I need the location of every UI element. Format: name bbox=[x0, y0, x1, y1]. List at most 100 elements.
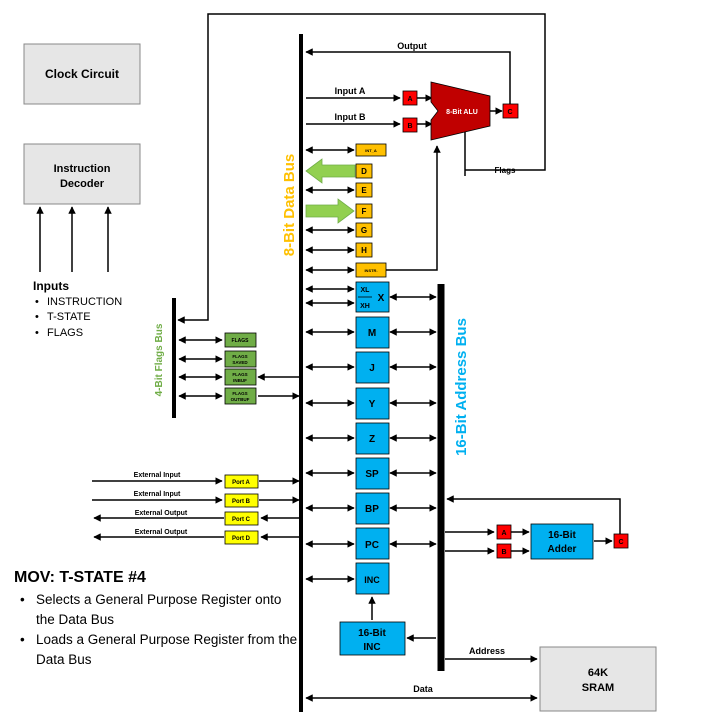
flag-register-saved-label-2: SAVED bbox=[232, 360, 248, 365]
clock-circuit-label: Clock Circuit bbox=[45, 67, 119, 81]
input-a-label: Input A bbox=[335, 86, 366, 96]
inputs-item-t-state: T-STATE bbox=[35, 310, 122, 326]
instruction-decoder-label-2: Decoder bbox=[60, 178, 105, 190]
port-arrows bbox=[92, 477, 300, 541]
flag-register-saved-label-1: FLAGS bbox=[232, 354, 247, 359]
register-f: F bbox=[355, 203, 373, 219]
flag-register-outbuf: FLAGS OUTBUF bbox=[224, 387, 257, 405]
adder-register-c bbox=[613, 533, 629, 549]
x-register: XL XH X bbox=[355, 281, 390, 313]
register-m: M bbox=[355, 316, 390, 349]
register-m-label: M bbox=[368, 328, 376, 339]
flag-register-inbuf-label-1: FLAGS bbox=[232, 372, 247, 377]
input-b-label: Input B bbox=[335, 112, 366, 122]
port-a: Port A bbox=[224, 474, 259, 489]
sram-box: 64K SRAM bbox=[539, 646, 657, 712]
mov-title: MOV: T-STATE #4 bbox=[14, 569, 146, 586]
mov-bullets: Selects a General Purpose Register onto … bbox=[14, 590, 299, 670]
sram-label-2: SRAM bbox=[582, 682, 614, 694]
flag-register-inbuf: FLAGS INBUF bbox=[224, 368, 257, 386]
mov-note: MOV: T-STATE #4 Selects a General Purpos… bbox=[14, 569, 299, 670]
xl-label: XL bbox=[361, 287, 371, 294]
inc16-label-2: INC bbox=[363, 642, 380, 653]
inputs-item-instruction: INSTRUCTION bbox=[35, 295, 122, 311]
register-pc: PC bbox=[355, 527, 390, 560]
mov-bullet-select: Selects a General Purpose Register onto … bbox=[20, 590, 299, 630]
flag-register-outbuf-label-2: OUTBUF bbox=[231, 397, 250, 402]
adder-register-b bbox=[496, 543, 512, 559]
register-int-a-label: INT_A bbox=[365, 148, 377, 153]
port-b-external-label: External Input bbox=[134, 491, 181, 498]
alu-register-b-label: B bbox=[407, 123, 412, 130]
flag-register-arrows bbox=[178, 336, 300, 400]
decoder-input-arrows bbox=[36, 206, 112, 272]
load-from-bus-arrow bbox=[305, 198, 355, 224]
inputs-title: Inputs bbox=[33, 279, 69, 293]
clock-circuit-box: Clock Circuit bbox=[23, 43, 141, 105]
address-label: Address bbox=[469, 646, 505, 656]
x-register-arrows bbox=[305, 285, 437, 307]
feedback-loop bbox=[177, 13, 546, 324]
adder-register-a bbox=[496, 524, 512, 540]
register-pc-label: PC bbox=[365, 540, 379, 551]
alu-label: 8-Bit ALU bbox=[446, 109, 478, 116]
alu-register-c bbox=[502, 103, 519, 119]
instruction-decoder-box: Instruction Decoder bbox=[23, 143, 141, 205]
port-b-label: Port B bbox=[232, 499, 251, 505]
register-y: Y bbox=[355, 387, 390, 420]
port-c-label: Port C bbox=[232, 517, 251, 523]
alu-register-a bbox=[402, 90, 418, 106]
port-c: Port C bbox=[224, 511, 259, 526]
adder-register-a-label: A bbox=[501, 530, 506, 537]
flag-register-outbuf-label-1: FLAGS bbox=[232, 391, 247, 396]
instruction-decoder-label-1: Instruction bbox=[54, 163, 111, 175]
flag-register-inbuf-label-2: INBUF bbox=[233, 378, 247, 383]
output-label: Output bbox=[397, 41, 427, 51]
port-c-external-label: External Output bbox=[135, 510, 188, 517]
alu-register-c-label: C bbox=[507, 109, 512, 116]
register-e-label: E bbox=[361, 186, 367, 195]
register-d-label: D bbox=[361, 167, 367, 176]
alu-shape bbox=[430, 81, 491, 141]
register-j-label: J bbox=[369, 363, 375, 374]
register-d: D bbox=[355, 163, 373, 179]
address-register-arrows bbox=[305, 328, 437, 583]
adder-label-2: Adder bbox=[548, 544, 577, 555]
register-bp-label: BP bbox=[365, 504, 379, 515]
register-int-a: INT_A bbox=[355, 143, 387, 157]
port-d-label: Port D bbox=[232, 536, 251, 542]
register-bp: BP bbox=[355, 492, 390, 525]
flag-register-flags: FLAGS bbox=[224, 332, 257, 348]
register-instr: INSTR. bbox=[355, 262, 387, 278]
adder-box: 16-Bit Adder bbox=[530, 523, 594, 560]
x-label: X bbox=[378, 293, 385, 304]
register-f-label: F bbox=[362, 207, 367, 216]
register-inc-label: INC bbox=[364, 575, 380, 585]
inputs-item-flags: FLAGS bbox=[35, 326, 122, 342]
register-z: Z bbox=[355, 422, 390, 455]
adder-arrows bbox=[445, 495, 621, 555]
inputs-note: Inputs INSTRUCTION T-STATE FLAGS bbox=[33, 279, 122, 341]
data-label: Data bbox=[413, 684, 434, 694]
register-e: E bbox=[355, 182, 373, 198]
select-onto-bus-arrow bbox=[305, 158, 356, 184]
inputs-list: INSTRUCTION T-STATE FLAGS bbox=[33, 295, 122, 342]
adder-label-1: 16-Bit bbox=[548, 530, 576, 541]
register-h: H bbox=[355, 242, 373, 258]
port-a-external-label: External Input bbox=[134, 472, 181, 479]
register-g-label: G bbox=[361, 226, 367, 235]
adder-register-c-label: C bbox=[618, 539, 623, 546]
port-a-label: Port A bbox=[232, 480, 250, 486]
register-g: G bbox=[355, 222, 373, 238]
inc16-box: 16-Bit INC bbox=[339, 621, 406, 656]
register-inc: INC bbox=[355, 562, 390, 595]
alu-inputs bbox=[306, 94, 503, 128]
mov-bullet-load: Loads a General Purpose Register from th… bbox=[20, 630, 299, 670]
port-b: Port B bbox=[224, 493, 259, 508]
register-instr-label: INSTR. bbox=[364, 268, 377, 273]
register-sp: SP bbox=[355, 457, 390, 490]
instr-to-alu-arrow bbox=[386, 145, 441, 271]
register-h-label: H bbox=[361, 246, 367, 255]
inc16-label-1: 16-Bit bbox=[358, 628, 386, 639]
gp-register-arrows bbox=[305, 146, 355, 274]
